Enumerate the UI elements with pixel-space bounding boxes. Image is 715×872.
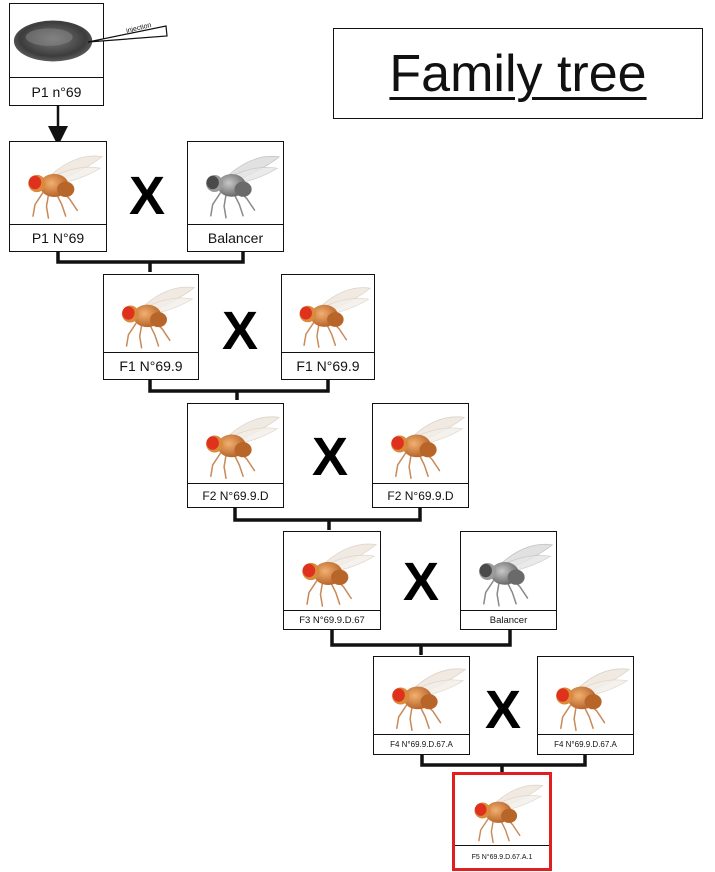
card-label: F2 N°69.9.D — [188, 483, 283, 507]
card-label: F5 N°69.9.D.67.A.1 — [455, 845, 549, 868]
card-label: Balancer — [461, 610, 556, 629]
fly-icon — [373, 404, 468, 484]
card-label: F1 N°69.9 — [282, 352, 374, 379]
card-balancer-1: Balancer — [187, 141, 284, 252]
embryo-label: P1 n°69 — [10, 77, 103, 105]
embryo-card: P1 n°69 — [9, 3, 104, 106]
fly-icon — [104, 275, 198, 353]
card-f5-highlighted: F5 N°69.9.D.67.A.1 — [452, 772, 552, 871]
fly-icon — [10, 142, 106, 225]
card-label: P1 N°69 — [10, 224, 106, 251]
card-f4-right: F4 N°69.9.D.67.A — [537, 656, 634, 755]
fly-icon — [374, 657, 469, 735]
injection-needle: injection — [87, 22, 168, 44]
card-f1-left: F1 N°69.9 — [103, 274, 199, 380]
fly-icon — [284, 532, 380, 611]
card-f2-right: F2 N°69.9.D — [372, 403, 469, 508]
cross-symbol: X — [311, 427, 349, 487]
fly-icon — [538, 657, 633, 735]
card-label: F3 N°69.9.D.67 — [284, 610, 380, 629]
connector-gen-2 — [148, 380, 330, 400]
connector-gen-3 — [233, 508, 422, 530]
card-label: F1 N°69.9 — [104, 352, 198, 379]
cross-symbol: X — [128, 166, 166, 226]
balancer-fly-icon — [461, 532, 556, 611]
card-label: Balancer — [188, 224, 283, 251]
cross-symbol: X — [484, 680, 522, 740]
card-label: F4 N°69.9.D.67.A — [538, 734, 633, 754]
connector-gen-5 — [420, 755, 587, 772]
fly-icon — [282, 275, 374, 353]
card-label: F4 N°69.9.D.67.A — [374, 734, 469, 754]
card-label: F2 N°69.9.D — [373, 483, 468, 507]
card-balancer-2: Balancer — [460, 531, 557, 630]
page-title: Family tree — [389, 44, 647, 103]
cross-symbol: X — [221, 301, 259, 361]
fly-icon — [188, 404, 283, 484]
cross-symbol: X — [402, 552, 440, 612]
balancer-fly-icon — [188, 142, 283, 225]
card-f2-left: F2 N°69.9.D — [187, 403, 284, 508]
fly-icon — [455, 775, 549, 846]
embryo-image — [10, 4, 103, 78]
connector-gen-1 — [56, 252, 245, 272]
card-p1: P1 N°69 — [9, 141, 107, 252]
connector-gen-4 — [330, 630, 512, 655]
card-f1-right: F1 N°69.9 — [281, 274, 375, 380]
title-box: Family tree — [333, 28, 703, 119]
card-f3: F3 N°69.9.D.67 — [283, 531, 381, 630]
card-f4-left: F4 N°69.9.D.67.A — [373, 656, 470, 755]
